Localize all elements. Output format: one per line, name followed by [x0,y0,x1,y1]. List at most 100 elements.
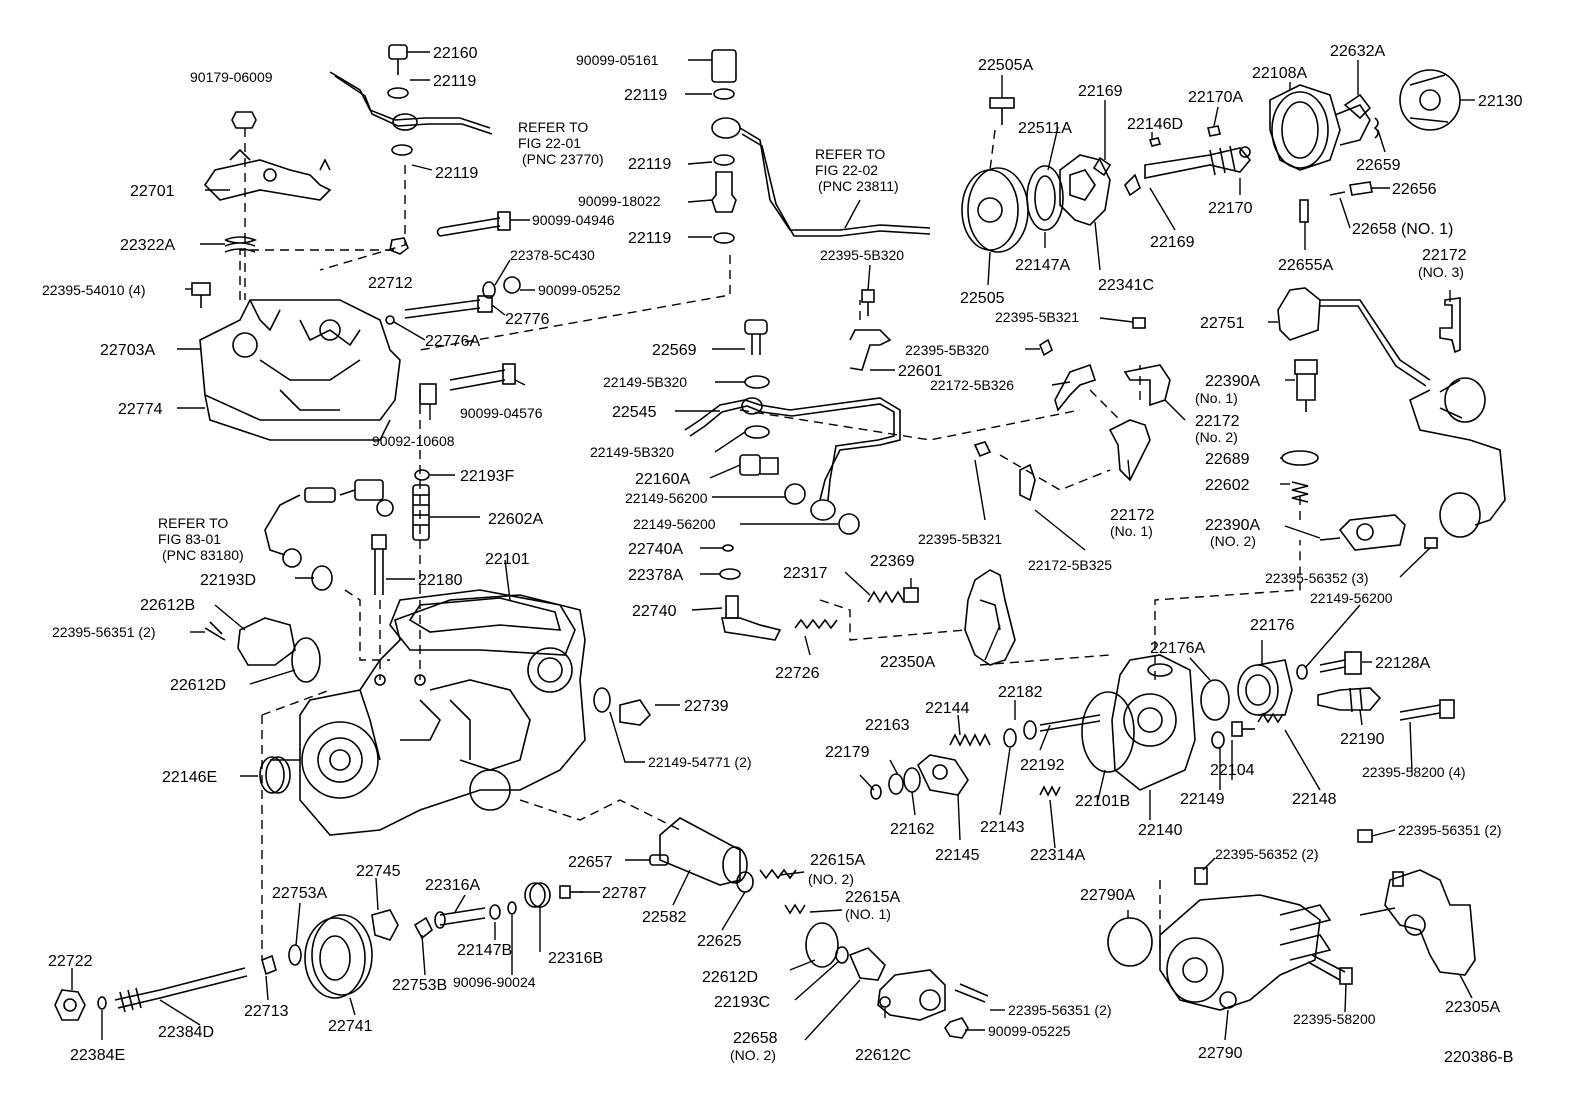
ring-22193C [835,946,849,964]
label-22172: 22172 [1422,247,1467,264]
label-22316A: 22316A [425,877,480,894]
label-22726: 22726 [775,665,820,682]
key-22170A [1207,125,1221,137]
label-22104: 22104 [1210,762,1255,779]
switch-22390A-no2 [1319,514,1406,551]
label-22119: 22119 [624,87,667,104]
label-22193D: 22193D [200,572,256,589]
washer-22378 [482,281,496,299]
label-22176A: 22176A [1150,640,1205,657]
label-22193F: 22193F [460,468,514,485]
label-22172: 22172 [1195,413,1240,430]
label-22790: 22790 [1198,1045,1243,1062]
label-22722: 22722 [48,953,93,970]
label-22145: 22145 [935,847,980,864]
label-22160: 22160 [433,45,478,62]
pin-22316A [434,907,486,929]
spring-22144 [949,733,991,747]
label-22703A: 22703A [100,342,155,359]
pin-22655A [1299,199,1309,223]
gasket-22149-5B320-b [744,425,770,439]
label-refer-to: REFER TO [518,119,588,135]
distributor-head-22140 [1111,654,1196,791]
label-22774: 22774 [118,401,163,418]
label-22130: 22130 [1478,93,1523,110]
bolt-90099-04946 [436,211,511,237]
valve-22176 [1237,659,1293,716]
fuel-pipe-22545 [684,397,901,501]
washer-22384E [97,996,107,1010]
label-22369: 22369 [870,553,915,570]
ring-22182 [1023,720,1037,740]
bolt-22395-56352-2 [1194,867,1208,885]
label-22119: 22119 [433,73,476,90]
label-22395-5B320: 22395-5B320 [820,247,904,263]
label-22741: 22741 [328,1018,373,1035]
label-22751: 22751 [1200,315,1245,332]
ring-22740A [722,544,734,552]
label-90099-05161: 90099-05161 [576,52,659,68]
label-22147B: 22147B [457,942,512,959]
label-22108A: 22108A [1252,65,1307,82]
ring-22193D [311,565,333,591]
label-22148: 22148 [1292,791,1337,808]
label-22149-56200: 22149-56200 [625,490,708,506]
drive-shaft-22170 [1144,145,1252,179]
label-22655A: 22655A [1278,257,1333,274]
sensor-22751 [1277,287,1431,387]
figure-code: 220386-B [1444,1049,1513,1066]
fitting-22190 [1317,687,1382,713]
label-22149-5B320: 22149-5B320 [603,374,687,390]
lever-22745 [371,909,399,941]
bolt-22369 [903,587,919,603]
label-22745: 22745 [356,863,401,880]
label-22144: 22144 [925,700,970,717]
label-22190: 22190 [1340,731,1385,748]
bracket-22601 [849,289,892,371]
label-22176: 22176 [1250,617,1295,634]
label-22305A: 22305A [1445,999,1500,1016]
label-no-3: (NO. 3) [1418,264,1464,280]
label-22384D: 22384D [158,1024,214,1041]
pin-22658-no1 [1329,191,1346,196]
label-22146D: 22146D [1127,116,1183,133]
ring-22162 [903,767,921,793]
governor-gear-22108A [1269,84,1371,171]
timer-piston-22582 [659,817,748,886]
label-22612B: 22612B [140,597,195,614]
label-fig: FIG 22-02 [815,162,878,178]
spring-22726 [794,618,838,630]
label-22612D: 22612D [702,969,758,986]
label-22172: 22172 [1110,507,1155,524]
label-90099-05252: 90099-05252 [538,282,621,298]
label-90099-18022: 90099-18022 [578,193,661,209]
bolt-22128A [1319,651,1362,675]
label-no-2: (NO. 2) [1210,533,1256,549]
switch-22390A-no1 [1294,359,1318,412]
ring-22689 [1281,450,1319,466]
plunger-22192 [1039,714,1101,732]
label-22317: 22317 [783,565,828,582]
label-22316B: 22316B [548,950,603,967]
fuel-cut-solenoid-harness [264,479,394,568]
gasket-22612D-bottom [805,922,839,968]
actuator-22790 [1159,894,1332,1011]
bolt-22395-56351-bottom [954,983,989,1003]
label-22390A: 22390A [1205,373,1260,390]
label-22658: 22658 (NO. 1) [1352,221,1453,238]
label-22169: 22169 [1150,234,1195,251]
banjo-bolt-22569 [744,319,768,355]
label-no-2: (NO. 2) [808,871,854,887]
washer-22753A [288,944,302,966]
ring-22193F [414,469,430,481]
bushing-22316B [524,882,551,908]
plate-22130 [1399,69,1461,131]
drive-shaft-22384D [114,967,248,1013]
label-22395-56351: 22395-56351 (2) [52,624,156,640]
label-22128A: 22128A [1375,655,1430,672]
ring-90096-90024 [507,901,517,915]
label-22657: 22657 [568,854,613,871]
label-90179-06009: 90179-06009 [190,69,273,85]
spring-22659 [1373,117,1379,139]
bolt-22395-56351-left [204,621,226,641]
